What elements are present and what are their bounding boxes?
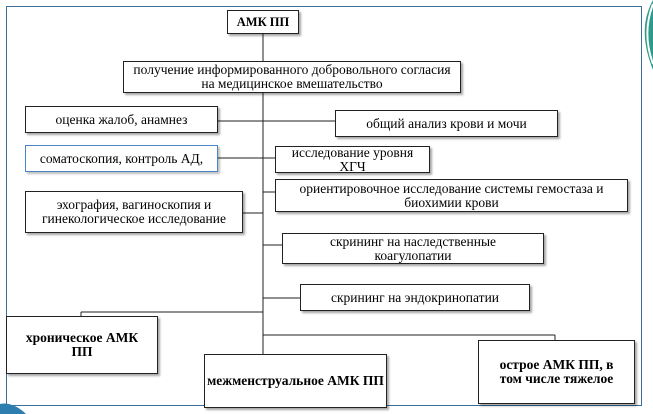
node-consent: получение информированного добровольного… — [123, 61, 461, 93]
node-hemostasis: ориентировочное исследование системы гем… — [275, 179, 628, 212]
node-somatoscopy: соматоскопия, контроль АД, — [25, 145, 218, 172]
decorative-corner-icon — [0, 403, 26, 414]
node-root: АМК ПП — [227, 10, 299, 34]
node-coagulopathy: скрининг на наследственные коагулопатии — [282, 233, 544, 264]
node-intermenstrual: межменструальное АМК ПП — [204, 354, 387, 408]
node-endocrinopathy: скрининг на эндокринопатии — [300, 284, 530, 311]
node-chronic: хроническое АМК ПП — [6, 316, 158, 374]
node-complaints: оценка жалоб, анамнез — [25, 106, 218, 133]
node-echography: эхография, вагиноскопия и гинекологическ… — [25, 191, 243, 233]
node-blood-test: общий анализ крови и мочи — [335, 110, 558, 137]
node-acute: острое АМК ПП, в том числе тяжелое — [478, 340, 635, 404]
node-hcg: исследование уровня ХГЧ — [275, 145, 430, 173]
decorative-swoosh-icon — [644, 0, 653, 70]
